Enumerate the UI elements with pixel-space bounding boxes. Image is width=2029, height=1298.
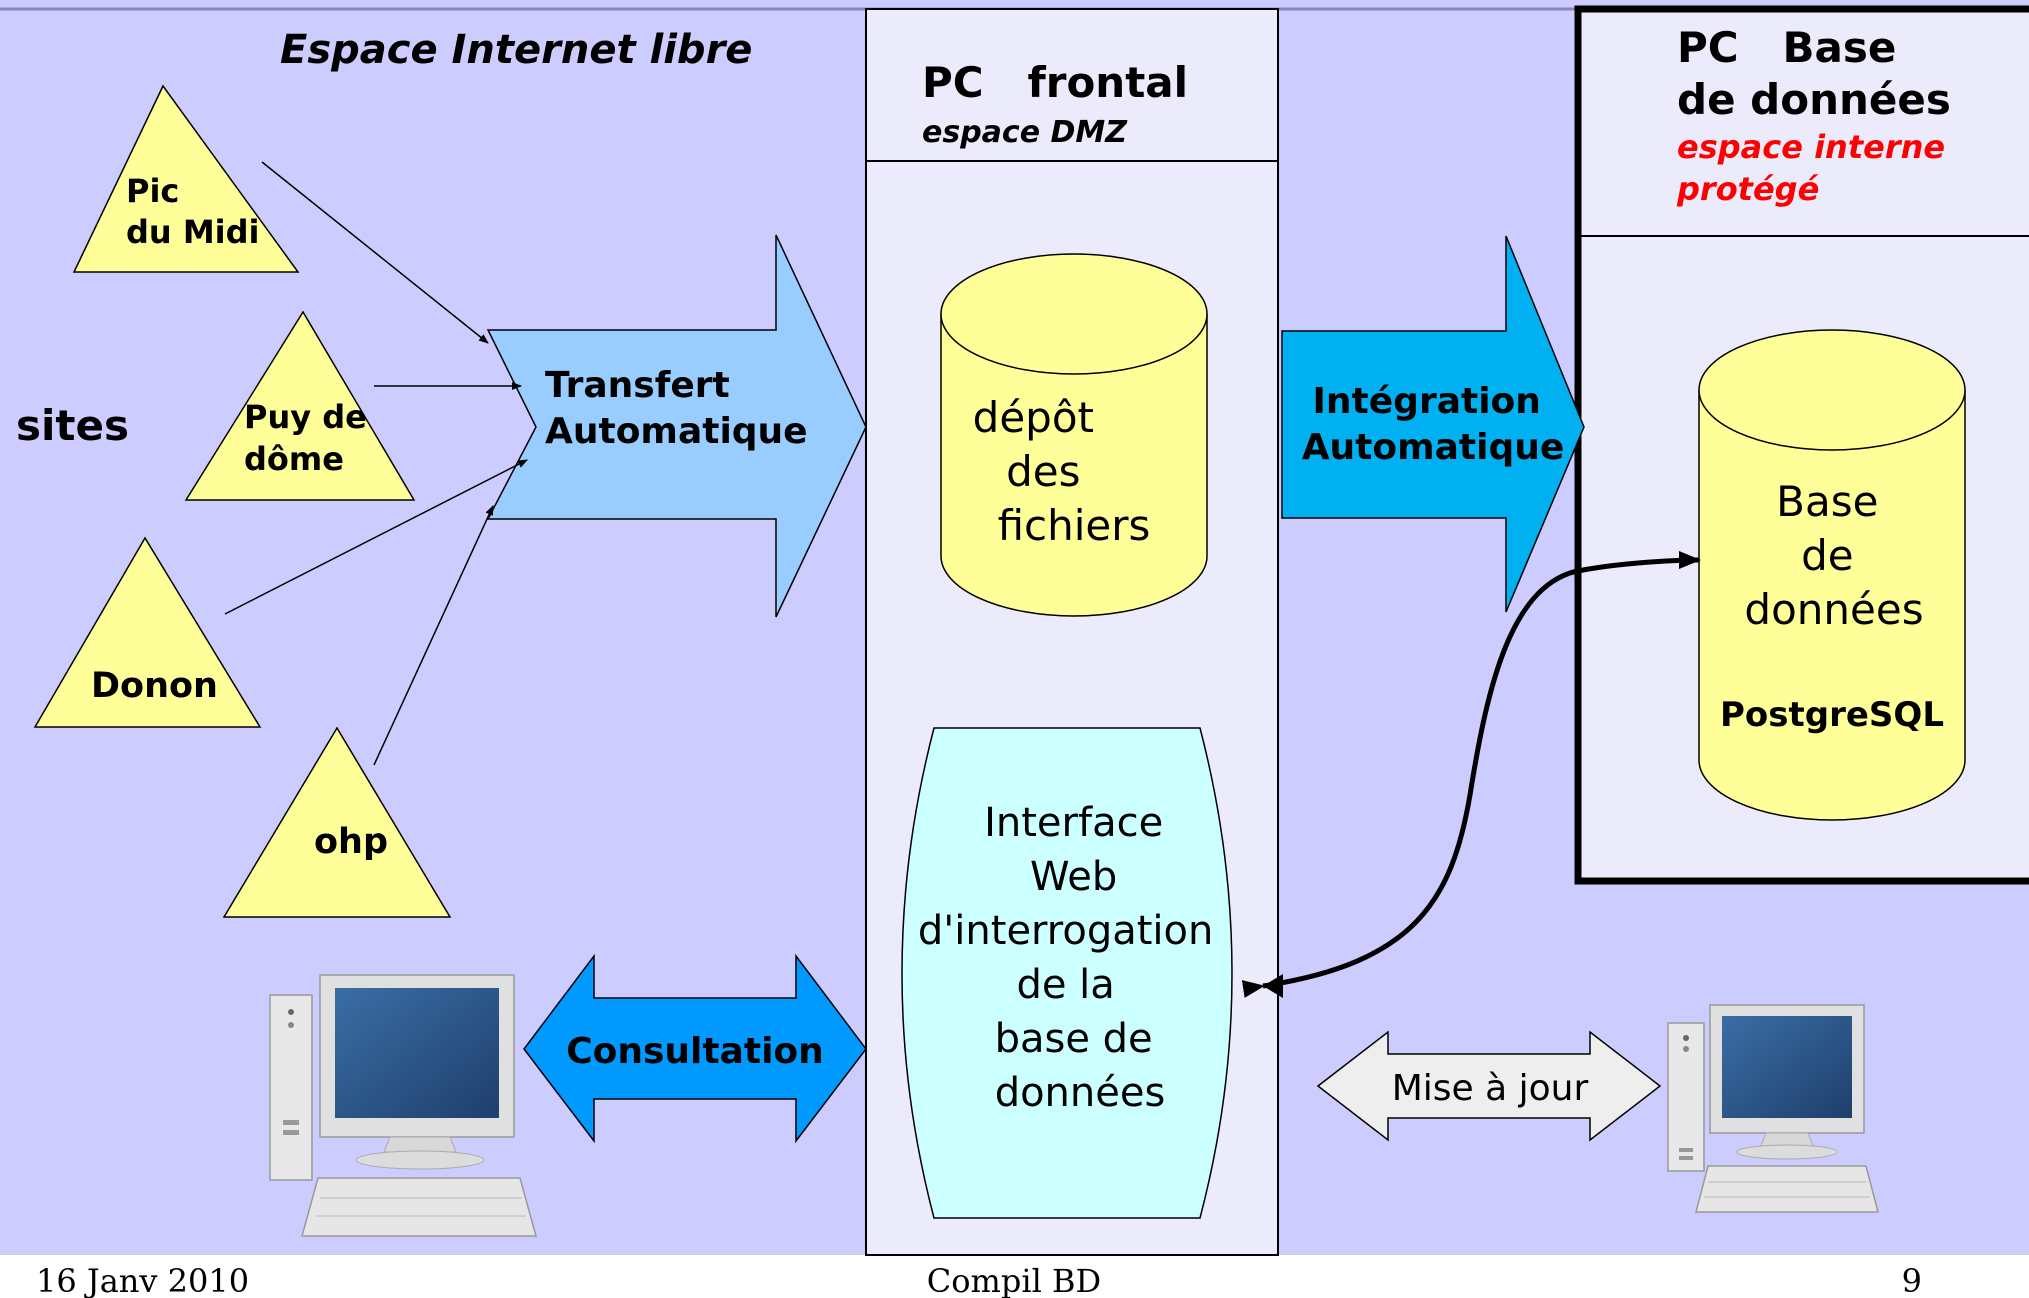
- consultation-arrow-label: Consultation: [566, 1031, 824, 1072]
- mise-a-jour-arrow: [1316, 1030, 1662, 1142]
- sites-label: sites: [16, 401, 129, 450]
- integration-arrow-label: Intégration Automatique: [1302, 381, 1565, 468]
- site-label-puy-de-dome: Puy de dôme: [244, 398, 378, 478]
- web-interface-shape: [901, 727, 1233, 1219]
- footer-page-number: 9: [1902, 1262, 1922, 1298]
- file-storage-label: dépôt des fichiers: [973, 393, 1151, 550]
- database-link-curve: [1241, 551, 1701, 998]
- site-triangle-donon: [33, 536, 262, 728]
- footer-band: [0, 1255, 2029, 1298]
- site-triangle-puy-de-dome: [184, 310, 416, 501]
- consultation-arrow: [523, 953, 867, 1144]
- database-pc-subtitle: espace interne protégé: [1676, 128, 1956, 208]
- postgresql-database-cylinder: [1698, 329, 1966, 821]
- connector-ohp: [373, 505, 494, 766]
- connector-donon: [224, 459, 528, 615]
- site-triangle-ohp: [222, 726, 452, 918]
- database-pc-title: PC Base de données: [1677, 23, 1995, 124]
- footer-date: 16 Janv 2010: [36, 1262, 249, 1298]
- database-link-arrowhead-left: [1263, 974, 1283, 998]
- frontal-pc-subtitle: espace DMZ: [922, 115, 1128, 150]
- frontal-pc-title: PC frontal: [922, 58, 1188, 107]
- transfert-arrow-label: Transfert Automatique: [545, 365, 808, 452]
- site-label-donon: Donon: [91, 666, 218, 706]
- footer-title: Compil BD: [927, 1262, 1101, 1298]
- desktop-computer-icon: [1667, 1004, 1879, 1213]
- file-storage-cylinder: [940, 253, 1208, 617]
- postgresql-label: PostgreSQL: [1720, 695, 1944, 735]
- web-interface-label: Interface Web d'interrogation de la base…: [918, 800, 1226, 1116]
- integration-automatique-arrow: [1281, 235, 1585, 613]
- database-cylinder-label: Base de données: [1744, 477, 1923, 634]
- desktop-computer-icon: [269, 974, 537, 1237]
- site-label-pic-du-midi: Pic du Midi: [126, 172, 260, 251]
- mise-a-jour-arrow-label: Mise à jour: [1392, 1068, 1589, 1109]
- site-triangle-pic-du-midi: [72, 84, 300, 273]
- transfert-automatique-arrow: [486, 234, 867, 618]
- connector-pic-du-midi: [261, 161, 489, 344]
- site-label-ohp: ohp: [314, 822, 388, 862]
- internet-zone-title: Espace Internet libre: [280, 27, 752, 73]
